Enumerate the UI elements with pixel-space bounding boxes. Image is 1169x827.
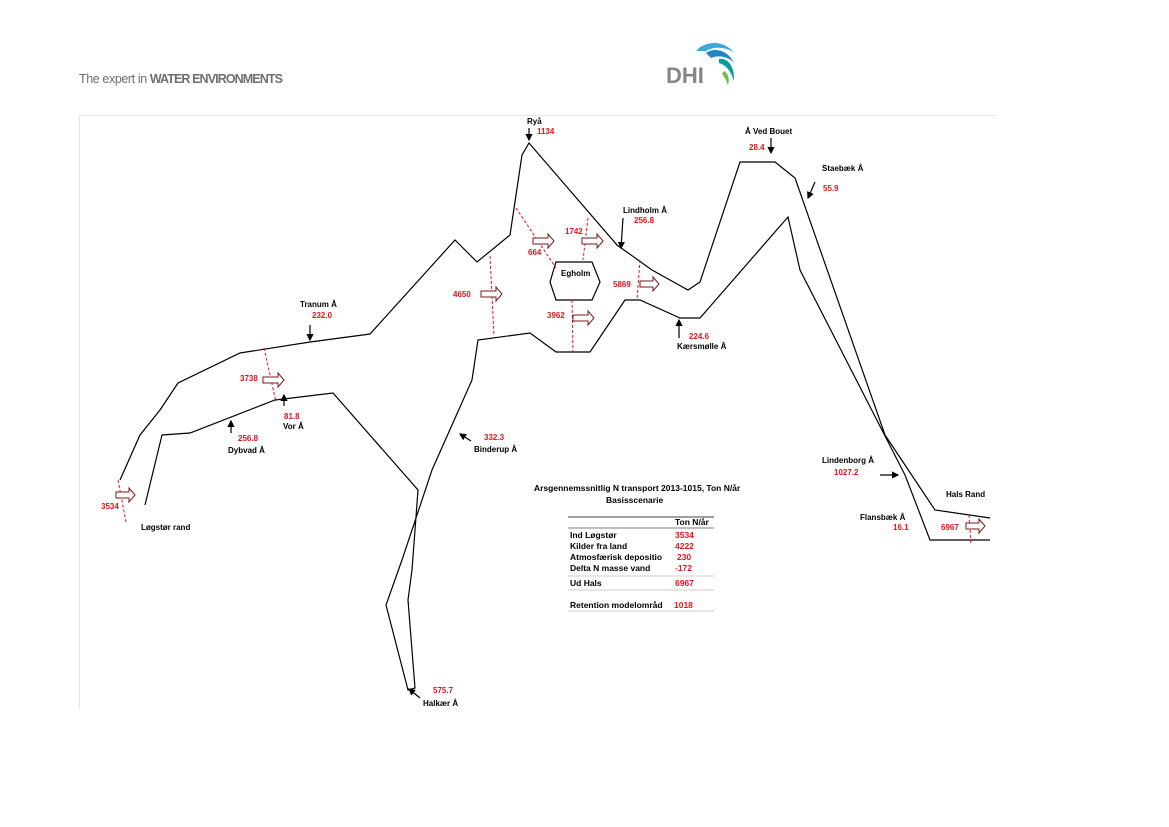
row-value-3: -172 (675, 563, 692, 573)
transect-hals (968, 514, 972, 546)
flow-arrow-1742 (581, 232, 604, 250)
value-lindholm: 256.8 (634, 216, 655, 225)
flow-arrow-4650 (480, 285, 503, 303)
south-coast (144, 215, 990, 691)
summary-title: Arsgennemssnitlig N transport 2013-1015,… (534, 483, 741, 493)
logo-text: DHI (666, 63, 704, 87)
value-ryaa: 1134 (537, 127, 555, 136)
value-t664: 664 (528, 248, 542, 257)
row-label-1: Kilder fra land (570, 541, 627, 551)
label-lindholm: Lindholm Å (623, 206, 667, 215)
east-coast (400, 380, 472, 700)
flow-arrow-hals (965, 517, 986, 535)
retention-value: 1018 (674, 600, 693, 610)
label-dybvad: Dybvad Å (228, 446, 265, 455)
row-label-3: Delta N masse vand (570, 563, 650, 573)
value-staebaek: 55.9 (823, 184, 839, 193)
value-t3962: 3962 (547, 311, 565, 320)
map-frame (79, 115, 997, 709)
label-tranum: Tranum Å (300, 300, 337, 309)
boundary-labels: 3534 Løgstør rand Hals Rand 6967 (101, 490, 985, 532)
label-kaersmoelle: Kærsmølle Å (677, 342, 727, 351)
value-binderup: 332.3 (484, 433, 505, 442)
source-labels: Ryå 1134 Å Ved Bouet 28.4 Staebæk Å 55.9… (228, 117, 909, 708)
value-vor: 81.8 (284, 412, 300, 421)
value-aa-ved-bouet: 28.4 (749, 143, 765, 152)
retention-label: Retention modelområd (570, 600, 663, 610)
flow-arrow-3962 (572, 309, 595, 327)
flow-arrow-5869 (639, 275, 660, 293)
tagline: The expert in WATER ENVIRONMENTS (79, 72, 283, 86)
coastline (119, 141, 991, 700)
arrow-binderup (458, 433, 472, 442)
tagline-bold: WATER ENVIRONMENTS (149, 72, 283, 86)
label-flansbaek: Flansbæk Å (860, 513, 906, 522)
value-halkaer: 575.7 (433, 686, 454, 695)
transect-labels: 3738 4650 664 1742 3962 5869 (240, 227, 631, 383)
row-value-0: 3534 (675, 530, 694, 540)
summary-subtitle: Basisscenarie (606, 495, 663, 505)
arrow-staebaek (807, 181, 816, 200)
label-aa-ved-bouet: Å Ved Bouet (745, 127, 792, 136)
value-logstor: 3534 (101, 502, 119, 511)
value-dybvad: 256.8 (238, 434, 259, 443)
source-arrows (227, 128, 900, 699)
label-vor: Vor Å (283, 422, 304, 431)
value-t4650: 4650 (453, 290, 471, 299)
label-staebaek: Staebæk Å (822, 164, 864, 173)
value-flansbaek: 16.1 (893, 523, 909, 532)
flow-arrows (115, 232, 986, 535)
north-coast (119, 141, 991, 519)
value-kaersmoelle: 224.6 (689, 332, 710, 341)
label-halkaer: Halkær Å (423, 699, 458, 708)
label-egholm: Egholm (561, 269, 590, 278)
row-value-1: 4222 (675, 541, 694, 551)
row-label-4: Ud Hals (570, 578, 602, 588)
label-ryaa: Ryå (527, 117, 542, 126)
summary-table: Arsgennemssnitlig N transport 2013-1015,… (534, 483, 741, 612)
row-label-0: Ind Løgstør (570, 530, 617, 540)
value-t1742: 1742 (565, 227, 583, 236)
label-logstor: Løgstør rand (141, 523, 190, 532)
transect-3738 (263, 347, 277, 403)
row-value-2: 230 (677, 552, 691, 562)
transect-5869 (636, 259, 641, 301)
egholm-island (549, 261, 601, 301)
arrow-halkaer (408, 688, 421, 699)
transect-3962 (571, 299, 574, 353)
row-label-2: Atmosfærisk depositio (570, 552, 662, 562)
row-value-4: 6967 (675, 578, 694, 588)
transect-logstor (117, 479, 127, 523)
value-tranum: 232.0 (312, 311, 333, 320)
table-unit-header: Ton N/år (675, 517, 710, 527)
flow-arrow-664 (532, 232, 555, 250)
value-t5869: 5869 (613, 280, 631, 289)
tagline-light: The expert in (79, 72, 147, 86)
value-lindenborg: 1027.2 (834, 468, 859, 477)
dhi-logo: DHI (666, 43, 735, 87)
label-binderup: Binderup Å (474, 445, 517, 454)
arrow-lindholm (617, 217, 625, 250)
value-t3738: 3738 (240, 374, 258, 383)
label-lindenborg: Lindenborg Å (822, 456, 874, 465)
label-hals: Hals Rand (946, 490, 985, 499)
flow-arrow-3738 (262, 371, 285, 389)
flow-arrow-logstor (115, 486, 136, 504)
value-hals: 6967 (941, 523, 959, 532)
